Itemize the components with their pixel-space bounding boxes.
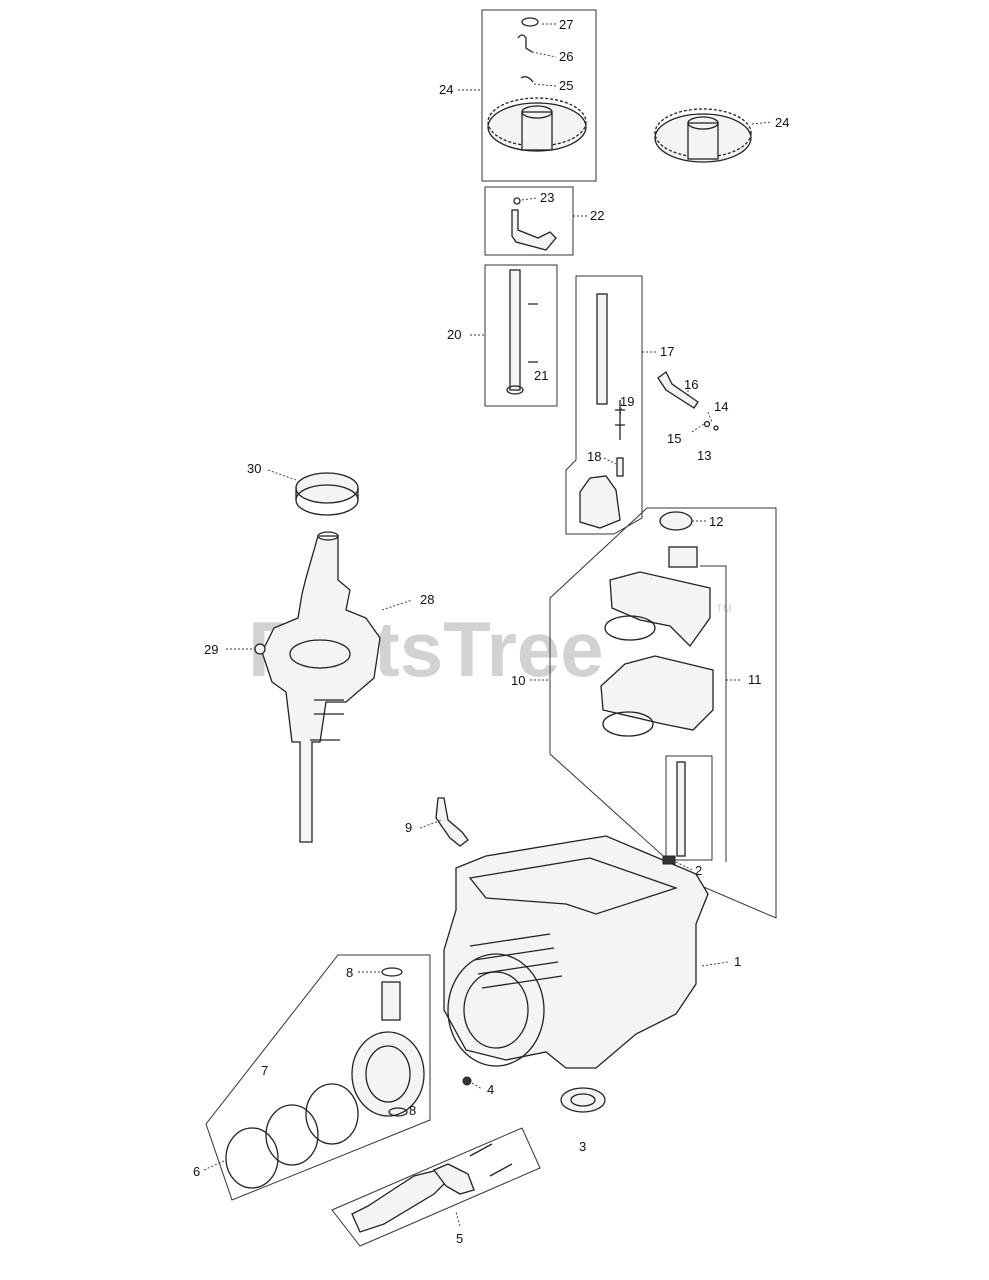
part-28-crankshaft[interactable]: [261, 531, 381, 843]
callout-2: 2: [695, 863, 702, 878]
part-6-ring-oil[interactable]: [225, 1127, 279, 1189]
callout-18: 18: [587, 449, 601, 464]
part-2-plug[interactable]: [662, 855, 676, 865]
part-29-key[interactable]: [254, 643, 266, 655]
callout-12: 12: [709, 514, 723, 529]
part-13-clip[interactable]: [703, 420, 711, 428]
callout-7: 7: [261, 1063, 268, 1078]
callout-28: 28: [420, 592, 434, 607]
part-23-bolt[interactable]: [513, 197, 521, 205]
cam-gear-assembly-box: [481, 9, 597, 182]
part-27-washer[interactable]: [521, 17, 539, 27]
callout-24-right: 24: [775, 115, 789, 130]
shaft-box: [484, 264, 558, 407]
part-piston[interactable]: [351, 1031, 425, 1117]
part-piston-pin[interactable]: [381, 981, 401, 1021]
callout-15: 15: [667, 431, 681, 446]
part-10-cylinder-head-upper[interactable]: [609, 571, 711, 648]
callout-17: 17: [660, 344, 674, 359]
callout-30: 30: [247, 461, 261, 476]
part-5-connecting-rod[interactable]: [351, 1169, 449, 1233]
part-11-cylinder-head-lower[interactable]: [600, 655, 714, 731]
part-24-cam-gear-alt[interactable]: [654, 108, 752, 163]
callout-8-bottom: 8: [409, 1103, 416, 1118]
part-14-spring[interactable]: [713, 425, 719, 431]
part-21-washer[interactable]: [506, 385, 524, 395]
part-24-cam-gear[interactable]: [487, 97, 587, 152]
part-8-clip-bottom[interactable]: [388, 1107, 408, 1117]
camshaft-box: [549, 507, 777, 919]
callout-6: 6: [193, 1164, 200, 1179]
part-25-spring[interactable]: [520, 76, 534, 83]
part-19-pin[interactable]: [615, 400, 625, 440]
part-cam-bearing[interactable]: [668, 546, 698, 568]
callout-16: 16: [684, 377, 698, 392]
callout-21: 21: [534, 368, 548, 383]
part-9-breather[interactable]: [435, 797, 469, 847]
callout-9: 9: [405, 820, 412, 835]
part-camshaft-pin[interactable]: [676, 761, 686, 857]
callout-29: 29: [204, 642, 218, 657]
callout-3: 3: [579, 1139, 586, 1154]
governor-box: [565, 275, 643, 535]
callout-5: 5: [456, 1231, 463, 1246]
part-22-arm[interactable]: [511, 209, 557, 251]
callout-27: 27: [559, 17, 573, 32]
part-8-clip-top[interactable]: [381, 967, 403, 977]
callout-26: 26: [559, 49, 573, 64]
part-4-ball[interactable]: [462, 1076, 472, 1086]
part-18-pin[interactable]: [616, 457, 624, 477]
callout-22: 22: [590, 208, 604, 223]
callout-20: 20: [447, 327, 461, 342]
part-30-timing-gear[interactable]: [295, 472, 359, 516]
connecting-rod-box: [331, 1127, 541, 1247]
part-3-oil-seal[interactable]: [560, 1087, 606, 1113]
part-26-pin[interactable]: [517, 34, 533, 53]
callout-14: 14: [714, 399, 728, 414]
part-12-seal[interactable]: [659, 511, 693, 531]
callout-13: 13: [697, 448, 711, 463]
governor-arm-box: [484, 186, 574, 256]
part-governor-gear[interactable]: [579, 475, 621, 529]
part-7-ring-second[interactable]: [265, 1104, 319, 1166]
callout-24-left: 24: [439, 82, 453, 97]
callout-10: 10: [511, 673, 525, 688]
callout-8-top: 8: [346, 965, 353, 980]
part-1-crankcase[interactable]: [443, 835, 709, 1069]
part-17-governor-shaft[interactable]: [596, 293, 608, 405]
callout-labels: 1 2 3 4 5 6 7 8 8 9 10 11 12 13 14 15 16…: [193, 17, 789, 1246]
callout-25: 25: [559, 78, 573, 93]
part-16-link[interactable]: [657, 371, 699, 409]
part-20-shaft[interactable]: [509, 269, 521, 391]
callout-23: 23: [540, 190, 554, 205]
part-7-ring-top[interactable]: [305, 1083, 359, 1145]
callout-19: 19: [620, 394, 634, 409]
watermark-trademark: TM: [716, 603, 732, 615]
callout-4: 4: [487, 1082, 494, 1097]
piston-box: [205, 954, 431, 1201]
callout-11: 11: [748, 672, 762, 687]
callout-1: 1: [734, 954, 741, 969]
